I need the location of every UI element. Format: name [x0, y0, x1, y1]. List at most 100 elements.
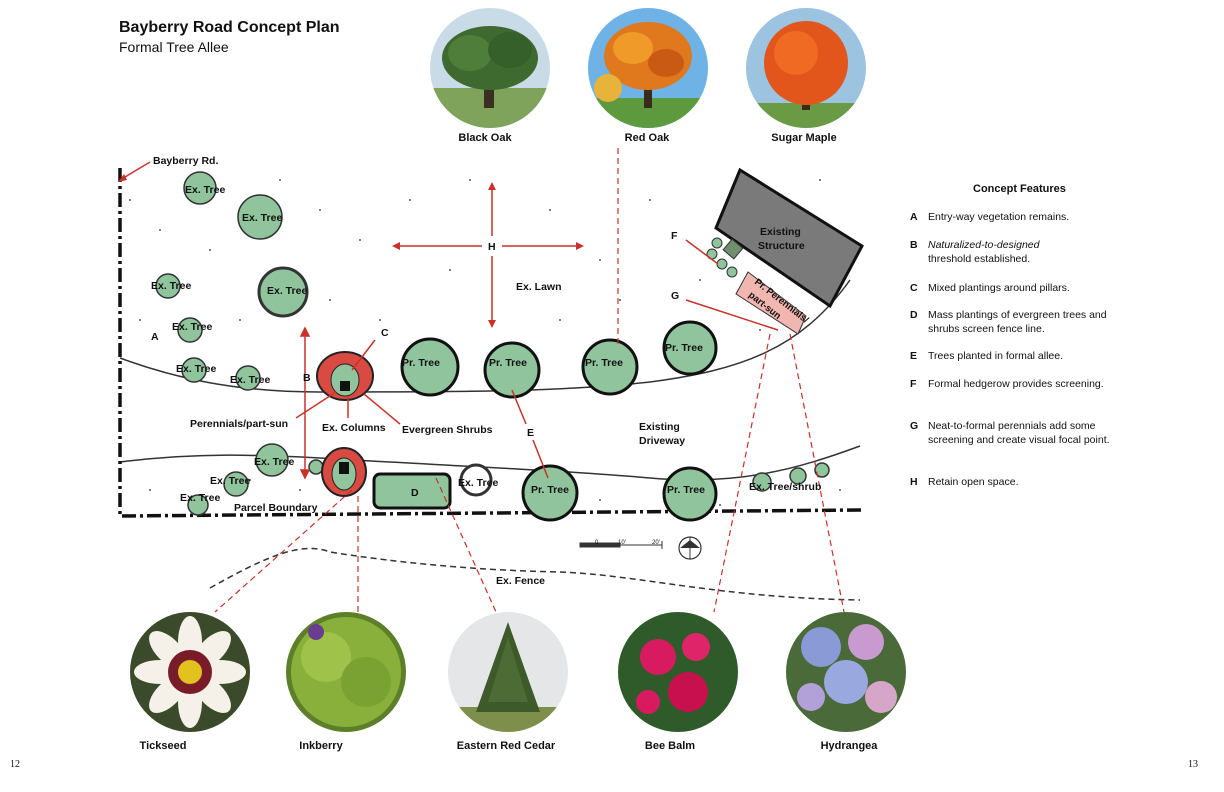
page-number-left: 12: [10, 759, 20, 770]
ex-tree-label-1: Ex. Tree: [185, 184, 225, 196]
tickseed-caption: Tickseed: [139, 740, 187, 752]
scale-tick-0: 0: [595, 540, 599, 546]
road-label: Bayberry Rd.: [153, 155, 218, 167]
parcel-boundary-label: Parcel Boundary: [234, 502, 318, 514]
black-oak-caption: Black Oak: [458, 132, 512, 144]
feature-key: A: [910, 211, 918, 223]
ex-shrub-4: [308, 459, 324, 475]
ex-lawn-label: Ex. Lawn: [516, 281, 562, 293]
letter-g: G: [671, 290, 679, 302]
road-arrowhead: [118, 174, 127, 182]
perennial-bed-g: [735, 271, 807, 335]
letter-d: D: [411, 487, 419, 499]
ex-tree-label-4: Ex. Tree: [151, 280, 191, 292]
feature-text: Formal hedgerow provides screening.: [928, 378, 1104, 390]
ex-tree-2: [237, 194, 283, 240]
ex-columns-label: Ex. Columns: [322, 422, 386, 434]
ex-tree-1: [183, 171, 217, 205]
north-arrow: [678, 536, 702, 560]
photo-connectors: [214, 148, 845, 613]
bee-balm-caption: Bee Balm: [644, 740, 696, 752]
existing-structure: [714, 167, 864, 309]
pr-tree-6: [662, 466, 718, 522]
page-subtitle: Formal Tree Allee: [119, 39, 229, 55]
ex-tree-label-6: Ex. Tree: [176, 363, 216, 375]
ex-tree-label-10: Ex. Tree: [180, 492, 220, 504]
ex-shrub-2: [789, 467, 807, 485]
scale-tick-20: 20': [652, 540, 660, 546]
scale-tick-10: 10': [618, 540, 626, 546]
pr-tree-3: [581, 338, 639, 396]
feature-key: H: [910, 476, 918, 488]
ex-tree-5: [177, 317, 203, 343]
feature-text: Trees planted in formal allee.: [928, 350, 1064, 362]
page-title: Bayberry Road Concept Plan: [119, 19, 340, 36]
mass-planting-d: [372, 472, 452, 510]
ex-tree-8: [255, 443, 289, 477]
tickseed-photo: [130, 612, 250, 732]
open-space-arrows: [396, 186, 580, 324]
pillar-south: [321, 447, 367, 497]
feature-text: Mixed plantings around pillars.: [928, 282, 1070, 294]
ex-fence-line: [209, 547, 861, 601]
open-space-arrowheads: [392, 182, 584, 328]
pr-tree-label-3: Pr. Tree: [585, 357, 623, 369]
sugar-maple-photo: [746, 8, 866, 128]
ex-shrub-3: [814, 462, 830, 478]
letter-e: E: [527, 427, 534, 439]
feature-text: Retain open space.: [928, 476, 1019, 488]
hedgerow-f: [706, 237, 738, 278]
feature-text: Naturalized-to-designed threshold establ…: [928, 238, 1113, 266]
driveway-label-1: Existing: [639, 421, 680, 433]
eastern-red-cedar-caption: Eastern Red Cedar: [456, 740, 556, 752]
ex-tree-label-9: Ex. Tree: [210, 475, 250, 487]
proposed-trees: [400, 320, 718, 522]
letter-c: C: [381, 327, 389, 339]
ex-tree-7: [235, 365, 261, 391]
ex-tree-10: [187, 494, 209, 516]
feature-key: B: [910, 239, 918, 251]
evergreen-shrubs-label: Evergreen Shrubs: [402, 424, 493, 436]
feature-key: E: [910, 350, 918, 362]
ex-tree-shrub-label: Ex. Tree/shrub: [749, 481, 821, 493]
ex-tree-11: [459, 463, 493, 497]
letter-h: H: [488, 241, 496, 253]
scale-bar: [579, 541, 663, 549]
ex-tree-label-8: Ex. Tree: [254, 456, 294, 468]
pr-tree-label-5: Pr. Tree: [531, 484, 569, 496]
letter-b: B: [303, 372, 311, 384]
feature-key: D: [910, 309, 918, 321]
feature-key: G: [910, 420, 919, 432]
perennials-label: Perennials/part-sun: [190, 418, 288, 430]
ex-tree-6: [181, 357, 207, 383]
structure-label-1: Existing: [760, 226, 801, 238]
pr-tree-label-4: Pr. Tree: [665, 342, 703, 354]
hedgerow-square: [722, 238, 744, 260]
pillar-north: [316, 351, 374, 401]
ex-tree-label-7: Ex. Tree: [230, 374, 270, 386]
black-oak-photo: [430, 8, 550, 128]
feature-text-italic: Naturalized-to-designed: [928, 239, 1040, 251]
pr-tree-label-2: Pr. Tree: [489, 357, 527, 369]
pr-tree-label-1: Pr. Tree: [402, 357, 440, 369]
bee-balm-photo: [618, 612, 738, 732]
feature-text-rest: threshold established.: [928, 253, 1031, 265]
ex-tree-4: [155, 273, 181, 299]
sugar-maple-caption: Sugar Maple: [771, 132, 837, 144]
ex-tree-label-3: Ex. Tree: [267, 285, 307, 297]
hydrangea-photo: [786, 612, 906, 732]
ex-tree-label-5: Ex. Tree: [172, 321, 212, 333]
leader-lines: [295, 239, 779, 480]
letter-f: F: [671, 230, 678, 242]
structure-label-2: Structure: [758, 240, 805, 252]
pr-tree-2: [483, 341, 541, 399]
feature-text: Mass plantings of evergreen trees and sh…: [928, 309, 1107, 335]
inkberry-photo: [286, 612, 406, 732]
features-title: Concept Features: [973, 183, 1066, 195]
driveway-label-2: Driveway: [639, 435, 685, 447]
inkberry-caption: Inkberry: [299, 740, 343, 752]
ex-shrub-1: [752, 472, 772, 492]
pr-tree-label-6: Pr. Tree: [667, 484, 705, 496]
letter-a: A: [151, 331, 159, 343]
